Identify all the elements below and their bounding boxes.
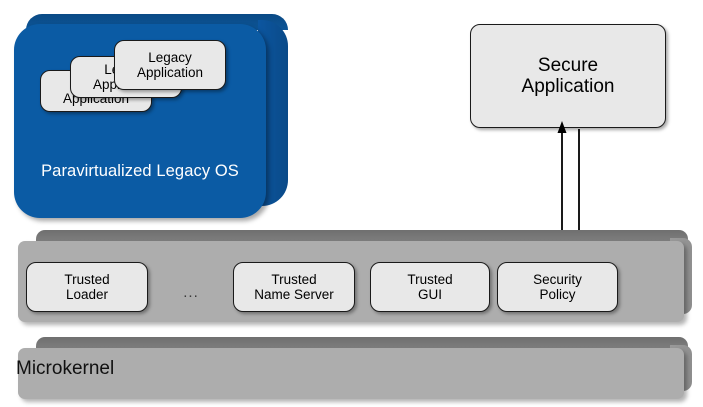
secure-app-line1: Secure — [537, 54, 599, 76]
microkernel-label: Microkernel — [16, 358, 115, 379]
trusted-name-server-line2: Name Server — [254, 287, 334, 302]
trusted-name-server-box[interactable]: Trusted Name Server — [233, 262, 355, 312]
legacy-app-3-line1: Legacy — [148, 49, 192, 65]
legacy-os-label: Paravirtualized Legacy OS — [41, 162, 239, 180]
trusted-gui-box[interactable]: Trusted GUI — [370, 262, 490, 312]
microkernel-face — [18, 348, 684, 399]
security-policy-line2: Policy — [539, 287, 576, 302]
trusted-gui-line1: Trusted — [407, 271, 453, 287]
secure-application-box[interactable]: Secure Application — [470, 24, 666, 128]
security-policy-box[interactable]: Security Policy — [497, 262, 618, 312]
trusted-loader-line2: Loader — [65, 287, 109, 302]
services-ellipsis: ... — [183, 284, 199, 301]
security-policy-line1: Security — [533, 271, 582, 287]
secure-app-line2: Application — [521, 76, 615, 97]
trusted-name-server-line1: Trusted — [271, 271, 317, 287]
trusted-gui-line2: GUI — [417, 287, 442, 302]
trusted-loader-box[interactable]: Trusted Loader — [26, 262, 148, 312]
trusted-loader-line1: Trusted — [64, 271, 110, 287]
legacy-app-3-line2: Application — [136, 65, 204, 80]
microkernel-layer — [18, 337, 692, 399]
legacy-application-box-3[interactable]: Legacy Application — [114, 40, 226, 90]
